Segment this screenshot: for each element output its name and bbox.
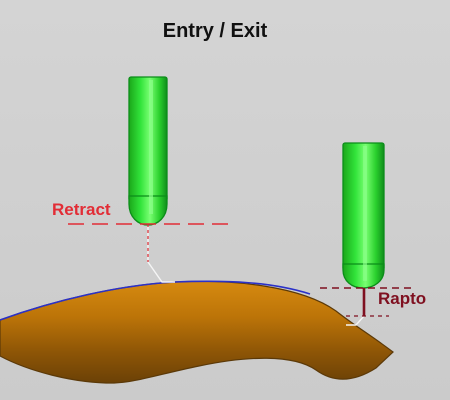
diagram-title: Entry / Exit <box>162 20 268 42</box>
retract-toolpath <box>147 226 175 283</box>
retract-tool <box>128 76 168 226</box>
rapto-label: Rapto <box>378 289 427 308</box>
rapto-toolpath <box>346 315 365 326</box>
retract-tool-shank <box>128 76 168 202</box>
retract-label: Retract <box>52 200 111 219</box>
retract-tool-tip <box>128 195 168 226</box>
workpiece-shape <box>0 280 394 384</box>
rapto-tool <box>342 142 385 289</box>
